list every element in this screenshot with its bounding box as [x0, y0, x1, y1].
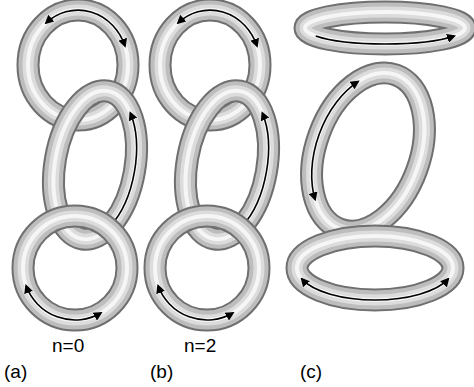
- panel-label: (b): [150, 362, 173, 381]
- panel-label: n=2: [184, 336, 216, 355]
- torus: [305, 12, 465, 44]
- panel-label: n=0: [52, 336, 84, 355]
- panel-label: (c): [300, 362, 322, 381]
- torus: [291, 57, 445, 247]
- torus: [297, 236, 453, 300]
- panel-label: (a): [4, 362, 27, 381]
- torus: [155, 216, 259, 320]
- torus: [23, 216, 127, 320]
